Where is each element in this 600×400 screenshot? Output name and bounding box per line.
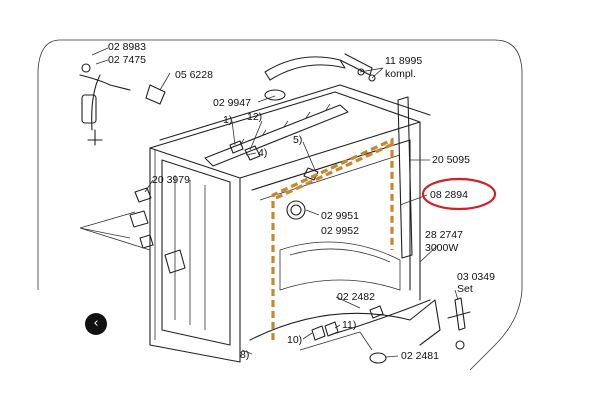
- part-label: 10): [287, 334, 302, 346]
- part-label: 08 2894: [430, 189, 468, 201]
- highlight-ellipse: [421, 177, 497, 211]
- part-label: 28 2747: [425, 229, 463, 241]
- part-label: 02 9947: [213, 97, 251, 109]
- chevron-left-icon: ‹: [93, 316, 99, 331]
- part-label: 11 8995: [385, 55, 422, 67]
- leader-lines: [91, 47, 459, 358]
- background-outline: [60, 39, 523, 371]
- pipe-assembly: [339, 53, 376, 82]
- valve-assembly: [79, 63, 166, 146]
- background-outline-left: [37, 39, 61, 290]
- part-label: 5): [293, 134, 302, 146]
- part-label: 20 3979: [152, 174, 190, 186]
- part-label: kompl.: [385, 68, 416, 80]
- door-gasket-highlight: [271, 137, 394, 340]
- part-label: 12): [247, 111, 262, 123]
- left-components: [79, 140, 319, 274]
- part-label: 8): [240, 349, 249, 361]
- door-gasket-inner: [275, 141, 396, 200]
- part-label: 02 9951: [321, 210, 359, 222]
- part-labels: 02 8983 02 7475 05 6228 11 8995 kompl. 0…: [108, 41, 495, 362]
- part-label: 11): [342, 319, 356, 331]
- bottom-parts: [311, 297, 471, 364]
- part-label: 02 2481: [401, 350, 439, 362]
- part-label: 1): [223, 114, 232, 126]
- part-label: Set: [457, 283, 473, 295]
- part-label: 20 5095: [432, 154, 470, 166]
- part-label: 03 0349: [457, 271, 495, 283]
- part-label: 3000W: [425, 242, 458, 254]
- spray-arm: [204, 56, 349, 167]
- part-label: 02 2482: [337, 291, 375, 303]
- previous-image-button[interactable]: ‹: [85, 313, 107, 335]
- part-label: 4): [258, 147, 267, 159]
- side-rail: [397, 96, 413, 259]
- part-label: 02 8983: [108, 41, 146, 53]
- cabinet-frame: [149, 84, 431, 363]
- part-label: 05 6228: [175, 69, 213, 81]
- part-label: 02 7475: [108, 54, 146, 66]
- part-label: 02 9952: [321, 225, 359, 237]
- tub-interior: [249, 241, 441, 351]
